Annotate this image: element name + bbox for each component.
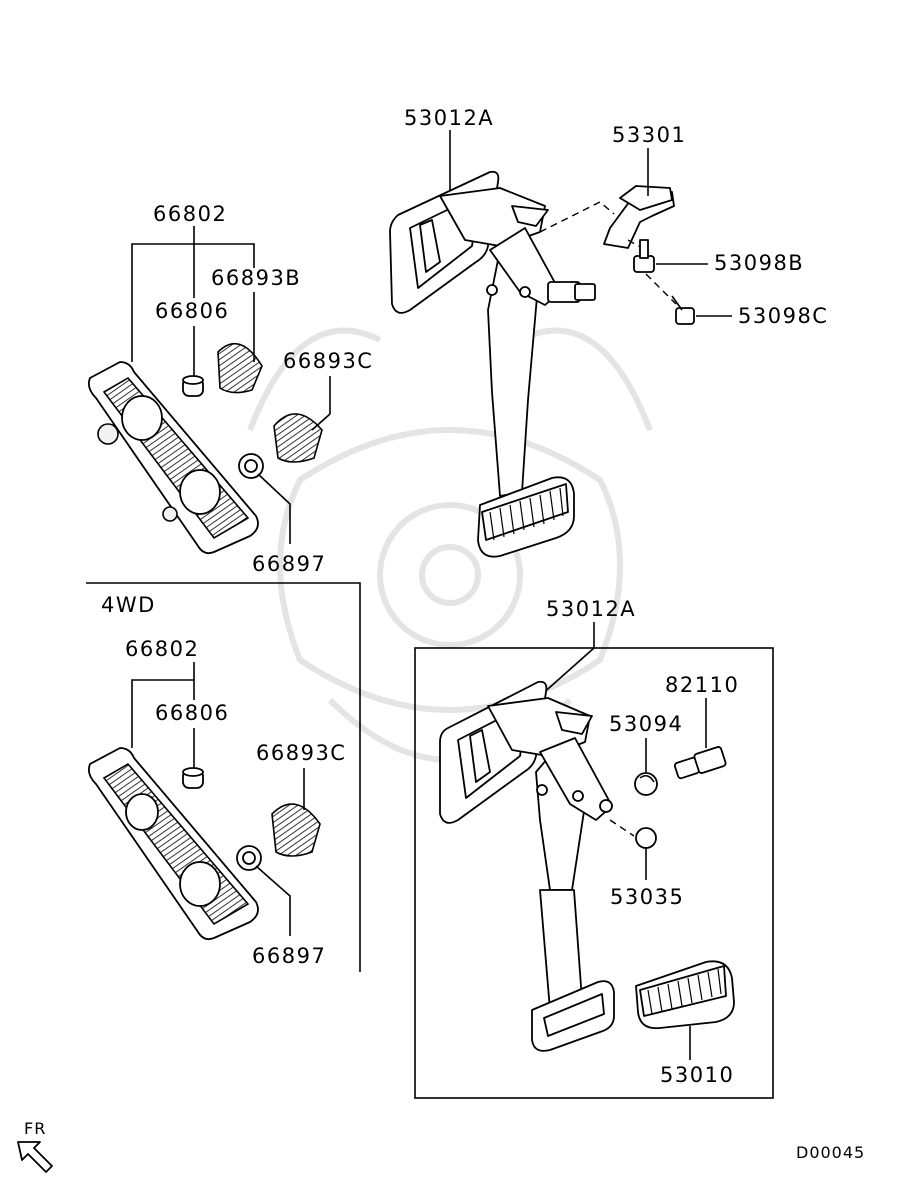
leader-dashed-bolt-c	[645, 273, 677, 305]
diagram-code: D00045	[796, 1143, 865, 1162]
label-switch: 82110	[665, 673, 739, 697]
label-switch-bracket: 53301	[612, 123, 686, 147]
leader-accel-bracket	[131, 243, 255, 362]
label-top-bracket: 53012A	[404, 106, 494, 130]
stopper-c-4wd-part	[271, 803, 321, 857]
nut-part	[238, 453, 264, 479]
label-mt-bracket: 53012A	[546, 597, 636, 621]
label-nut: 66897	[252, 552, 326, 576]
switch-bracket-part	[603, 185, 675, 249]
pedal-pad-part-ribs	[647, 968, 722, 1015]
label-stopper-c-4wd: 66893C	[256, 741, 346, 765]
label-accel-assy-4wd: 66802	[125, 637, 199, 661]
cushion-part	[635, 827, 657, 849]
bolt-c-part	[671, 295, 695, 325]
accelerator-pedal-4wd	[87, 747, 259, 941]
label-bolt-c: 53098C	[738, 304, 828, 328]
bolt-b-part	[633, 239, 655, 273]
front-indicator-label: FR	[24, 1119, 46, 1138]
leader-nut	[257, 473, 291, 544]
brake-pedal-assembly	[389, 170, 596, 558]
clutch-pedal-assembly	[439, 680, 615, 1052]
label-bolt-b: 53098B	[714, 251, 804, 275]
label-bushing-4wd: 66806	[155, 701, 229, 725]
leader-dashed-cushion	[609, 819, 635, 837]
stopper-b-part	[217, 342, 263, 394]
switch-part	[673, 746, 727, 780]
stopper-c-part	[273, 413, 323, 463]
leader-mt-bracket-inner	[539, 647, 595, 697]
label-section-4wd: 4WD	[101, 593, 156, 617]
label-stopper-b: 66893B	[211, 266, 301, 290]
leader-stopper-c-tip	[311, 413, 331, 431]
bushing-4wd-part	[182, 767, 204, 789]
label-accel-assy: 66802	[153, 202, 227, 226]
section-4wd-border	[86, 582, 361, 972]
bushing-part	[182, 375, 204, 397]
watermark-emblem	[247, 327, 653, 763]
label-bushing: 66806	[155, 299, 229, 323]
leader-dashed-switch	[539, 201, 615, 233]
pedal-pad-ribs	[489, 487, 564, 541]
leader-nut-4wd	[255, 865, 291, 936]
label-stopper-c: 66893C	[283, 349, 373, 373]
label-cushion: 53035	[610, 885, 684, 909]
label-nut-4wd: 66897	[252, 944, 326, 968]
accelerator-pedal	[87, 361, 259, 555]
clip-part	[634, 772, 658, 796]
arrow-front-icon	[17, 1141, 53, 1173]
pedal-pad-part	[635, 960, 735, 1030]
label-pad: 53010	[660, 1063, 734, 1087]
label-clip: 53094	[609, 712, 683, 736]
leader-accel-4wd	[131, 679, 195, 748]
nut-4wd-part	[236, 845, 262, 871]
